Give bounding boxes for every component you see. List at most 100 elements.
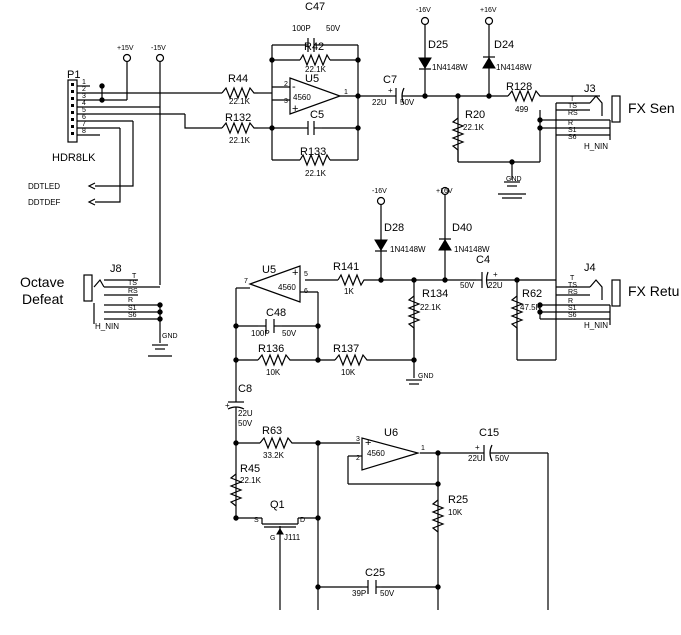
svg-text:T: T xyxy=(132,273,137,280)
svg-text:50V: 50V xyxy=(282,329,297,338)
svg-text:T: T xyxy=(570,275,575,282)
svg-text:+16V: +16V xyxy=(480,7,497,14)
svg-text:R44: R44 xyxy=(228,73,248,85)
p1-ref: P1 xyxy=(67,69,80,81)
svg-text:50V: 50V xyxy=(238,419,253,428)
jack-j4: J4 T TS RS R S1 S6 H_NIN FX Retu xyxy=(568,262,679,330)
svg-text:22.1K: 22.1K xyxy=(229,97,251,106)
svg-text:C7: C7 xyxy=(383,74,397,86)
svg-text:22.1K: 22.1K xyxy=(463,123,485,132)
net-ddtdef: DDTDEF xyxy=(28,198,61,207)
svg-text:D28: D28 xyxy=(384,222,404,234)
svg-text:GND: GND xyxy=(506,176,522,183)
svg-text:22.1K: 22.1K xyxy=(420,303,442,312)
net-ddtled: DDTLED xyxy=(28,182,60,191)
svg-text:J8: J8 xyxy=(110,263,122,275)
svg-text:TS: TS xyxy=(128,280,137,287)
svg-text:C5: C5 xyxy=(310,109,324,121)
svg-text:100P: 100P xyxy=(292,24,311,33)
opamp-u5b: U5 4560 5 6 7 + xyxy=(244,264,308,303)
svg-text:C4: C4 xyxy=(476,254,490,266)
svg-text:39P: 39P xyxy=(352,589,366,598)
power-symbols: +15V -15V -16V +16V -16V +16V xyxy=(117,7,497,206)
svg-text:4560: 4560 xyxy=(367,449,385,458)
ground-symbols: GND GND GND xyxy=(148,176,526,385)
svg-text:R134: R134 xyxy=(422,288,448,300)
svg-text:R: R xyxy=(568,298,573,305)
svg-text:10K: 10K xyxy=(448,508,463,517)
p1-part: HDR8LK xyxy=(52,152,96,164)
svg-text:RS: RS xyxy=(128,288,138,295)
svg-text:1: 1 xyxy=(421,445,425,452)
svg-text:R20: R20 xyxy=(465,109,485,121)
svg-text:3: 3 xyxy=(284,98,288,105)
svg-text:R45: R45 xyxy=(240,463,260,475)
svg-text:H_NIN: H_NIN xyxy=(584,321,608,330)
svg-text:22U: 22U xyxy=(468,454,483,463)
jack-j4-title: FX Retu xyxy=(628,283,679,299)
svg-text:S6: S6 xyxy=(568,134,577,141)
svg-text:1N4148W: 1N4148W xyxy=(432,63,468,72)
svg-text:R136: R136 xyxy=(258,343,284,355)
svg-text:GND: GND xyxy=(418,373,434,380)
svg-text:33.2K: 33.2K xyxy=(263,451,285,460)
svg-text:U6: U6 xyxy=(384,427,398,439)
svg-text:S1: S1 xyxy=(128,305,137,312)
svg-text:50V: 50V xyxy=(400,98,415,107)
wires xyxy=(77,25,610,610)
svg-text:D40: D40 xyxy=(452,222,472,234)
svg-text:2: 2 xyxy=(284,81,288,88)
junctions xyxy=(99,57,543,590)
jack-j3: J3 T TS RS R S1 S6 H_NIN FX Sen xyxy=(568,83,675,151)
svg-text:S1: S1 xyxy=(568,305,577,312)
svg-text:+: + xyxy=(365,437,371,449)
svg-text:499: 499 xyxy=(515,105,529,114)
jack-j8-title-line1: Octave xyxy=(20,274,65,290)
diodes: D25 1N4148W D24 1N4148W D28 1N4148W D40 … xyxy=(374,39,532,254)
svg-text:1N4148W: 1N4148W xyxy=(454,245,490,254)
svg-text:G: G xyxy=(270,535,275,542)
svg-text:D: D xyxy=(300,517,305,524)
svg-text:R25: R25 xyxy=(448,494,468,506)
svg-text:10K: 10K xyxy=(266,368,281,377)
svg-text:C8: C8 xyxy=(238,383,252,395)
svg-text:22.1K: 22.1K xyxy=(305,169,327,178)
svg-text:1: 1 xyxy=(344,89,348,96)
svg-text:J111: J111 xyxy=(284,533,301,542)
svg-text:S: S xyxy=(254,517,259,524)
svg-text:J3: J3 xyxy=(584,83,596,95)
svg-text:RS: RS xyxy=(568,110,578,117)
svg-text:R62: R62 xyxy=(522,288,542,300)
svg-text:4560: 4560 xyxy=(278,283,296,292)
svg-text:7: 7 xyxy=(244,278,248,285)
svg-text:50V: 50V xyxy=(380,589,395,598)
svg-text:H_NIN: H_NIN xyxy=(584,142,608,151)
svg-text:+15V: +15V xyxy=(117,45,134,52)
svg-text:100P: 100P xyxy=(251,329,270,338)
svg-text:TS: TS xyxy=(568,103,577,110)
header-p1: P1 HDR8LK 1 2 3 4 5 6 7 8 DDTLED DDTDEF xyxy=(28,69,96,207)
svg-text:R133: R133 xyxy=(300,146,326,158)
svg-text:2: 2 xyxy=(356,455,360,462)
svg-text:J4: J4 xyxy=(584,262,596,274)
svg-text:6: 6 xyxy=(82,114,86,121)
svg-text:R: R xyxy=(128,297,133,304)
svg-text:S6: S6 xyxy=(128,312,137,319)
svg-text:H_NIN: H_NIN xyxy=(95,322,119,331)
svg-text:3: 3 xyxy=(82,93,86,100)
svg-text:-16V: -16V xyxy=(416,7,431,14)
svg-text:22U: 22U xyxy=(372,98,387,107)
svg-text:+16V: +16V xyxy=(436,188,453,195)
svg-text:1N4148W: 1N4148W xyxy=(496,63,532,72)
svg-text:R132: R132 xyxy=(225,112,251,124)
svg-text:TS: TS xyxy=(568,282,577,289)
jack-j8-title-line2: Defeat xyxy=(22,291,63,307)
svg-text:5: 5 xyxy=(82,107,86,114)
svg-text:1N4148W: 1N4148W xyxy=(390,245,426,254)
svg-text:R: R xyxy=(568,120,573,127)
svg-text:GND: GND xyxy=(162,333,178,340)
svg-text:RS: RS xyxy=(568,289,578,296)
jack-j8: J8 T TS RS R S1 S6 H_NIN Octave Defeat xyxy=(20,263,138,331)
svg-text:U5: U5 xyxy=(262,264,276,276)
